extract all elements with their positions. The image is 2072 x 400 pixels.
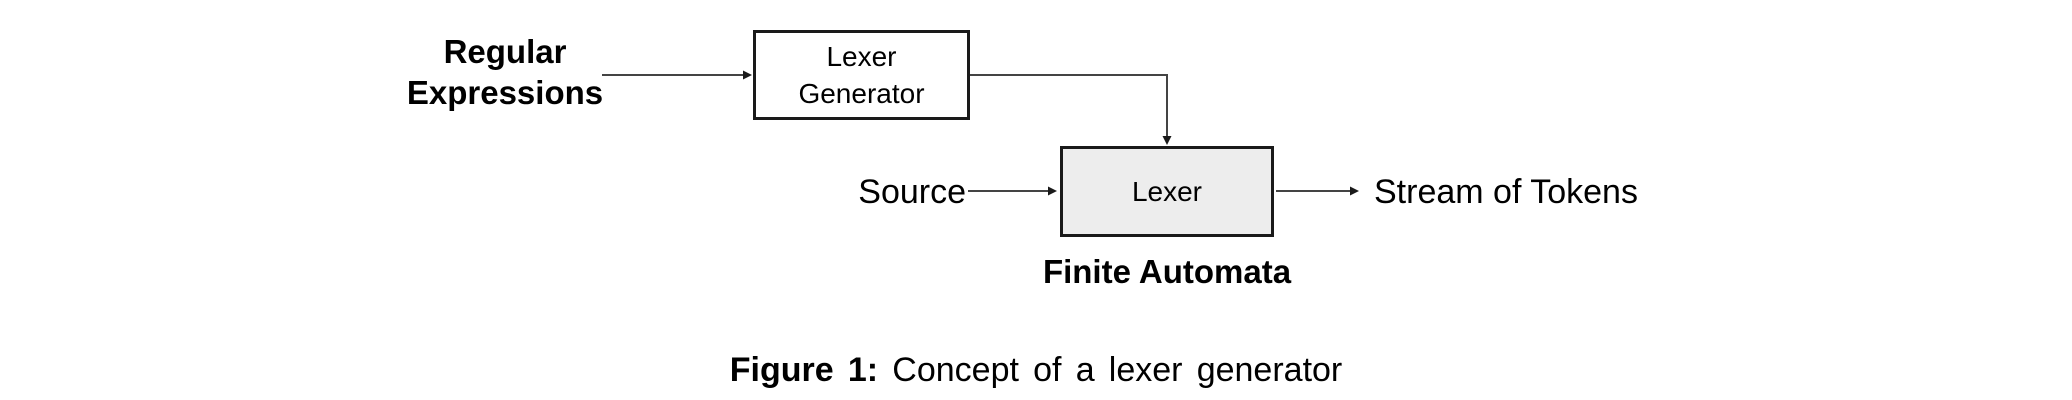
regular-expressions-line2: Expressions <box>406 74 604 111</box>
lexer-generator-line2: Generator <box>798 78 925 109</box>
figure-caption: Figure 1: Concept of a lexer generator <box>0 349 2072 391</box>
lexer-generator-box: Lexer Generator <box>753 30 970 120</box>
source-label: Source <box>858 173 966 211</box>
lexer-box-label: Lexer <box>1131 176 1203 207</box>
lexer-generator-line1: Lexer <box>826 41 897 72</box>
regular-expressions-line1: Regular <box>443 33 567 70</box>
finite-automata-label: Finite Automata <box>1042 253 1292 290</box>
figure-caption-number: Figure 1: <box>729 351 879 389</box>
figure-caption-text: Concept of a lexer generator <box>878 351 1343 389</box>
lexer-box: Lexer <box>1060 146 1274 237</box>
lexer-generator-box-label: Lexer Generator <box>798 38 924 112</box>
stream-of-tokens-label: Stream of Tokens <box>1374 173 1638 211</box>
connector-lexer-generator-to-lexer <box>970 74 1172 145</box>
regular-expressions-label: Regular Expressions <box>370 31 640 113</box>
